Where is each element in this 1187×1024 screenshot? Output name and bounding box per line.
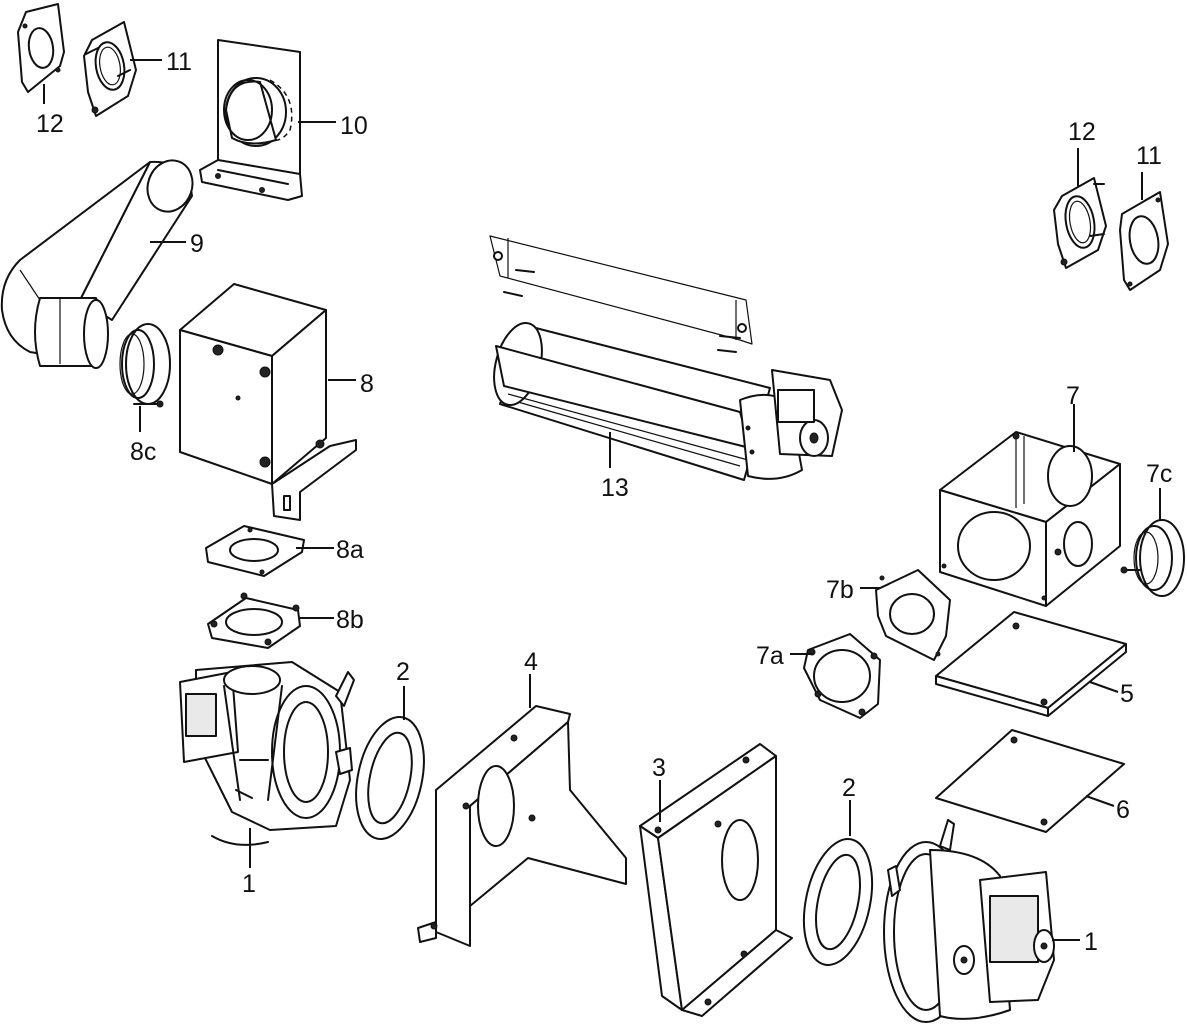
part-10-bracket [199,39,303,201]
part-11-flange-left [83,21,137,117]
label-13: 13 [601,474,629,502]
part-7c-collar [1120,519,1185,597]
label-7b: 7b [826,576,854,604]
label-8b: 8b [336,606,364,634]
label-5: 5 [1120,680,1134,708]
label-8c: 8c [130,438,156,466]
part-7a-flange [803,633,881,719]
part-5-tray [935,611,1127,717]
part-6-plate [935,729,1125,833]
part-12-flange-right [1053,177,1107,269]
part-8c-collar [119,323,171,408]
part-1-blower-right [883,819,1055,1023]
part-4-side-frame [417,705,627,947]
part-11-gasket-right [1119,191,1169,291]
label-4: 4 [524,648,538,676]
part-1-blower-left [179,661,355,846]
label-10: 10 [340,112,368,140]
label-2-right: 2 [842,774,856,802]
part-7-housing [939,431,1121,607]
label-7c: 7c [1146,460,1172,488]
label-1-left: 1 [242,870,256,898]
part-13-blower [489,235,843,481]
label-12-left: 12 [36,110,64,138]
part-8a-gasket [205,525,305,577]
part-7b-gasket [875,569,951,661]
part-3-front-panel [639,743,793,1017]
part-2-gasket-left [355,715,425,841]
label-9: 9 [190,230,204,258]
label-7: 7 [1066,382,1080,410]
part-8b-flange [207,592,301,649]
label-3: 3 [652,754,666,782]
label-8: 8 [360,370,374,398]
label-12-right: 12 [1068,118,1096,146]
part-2-gasket-right [802,838,874,966]
part-8-box [179,283,357,521]
label-8a: 8a [336,536,364,564]
label-11-left: 11 [166,48,192,76]
part-9-flex-duct [0,159,194,369]
label-6: 6 [1116,796,1130,824]
label-2-left: 2 [396,658,410,686]
label-11-right: 11 [1136,142,1162,170]
label-1-right: 1 [1084,928,1098,956]
label-7a: 7a [756,642,784,670]
part-12-gasket-left [17,3,65,93]
